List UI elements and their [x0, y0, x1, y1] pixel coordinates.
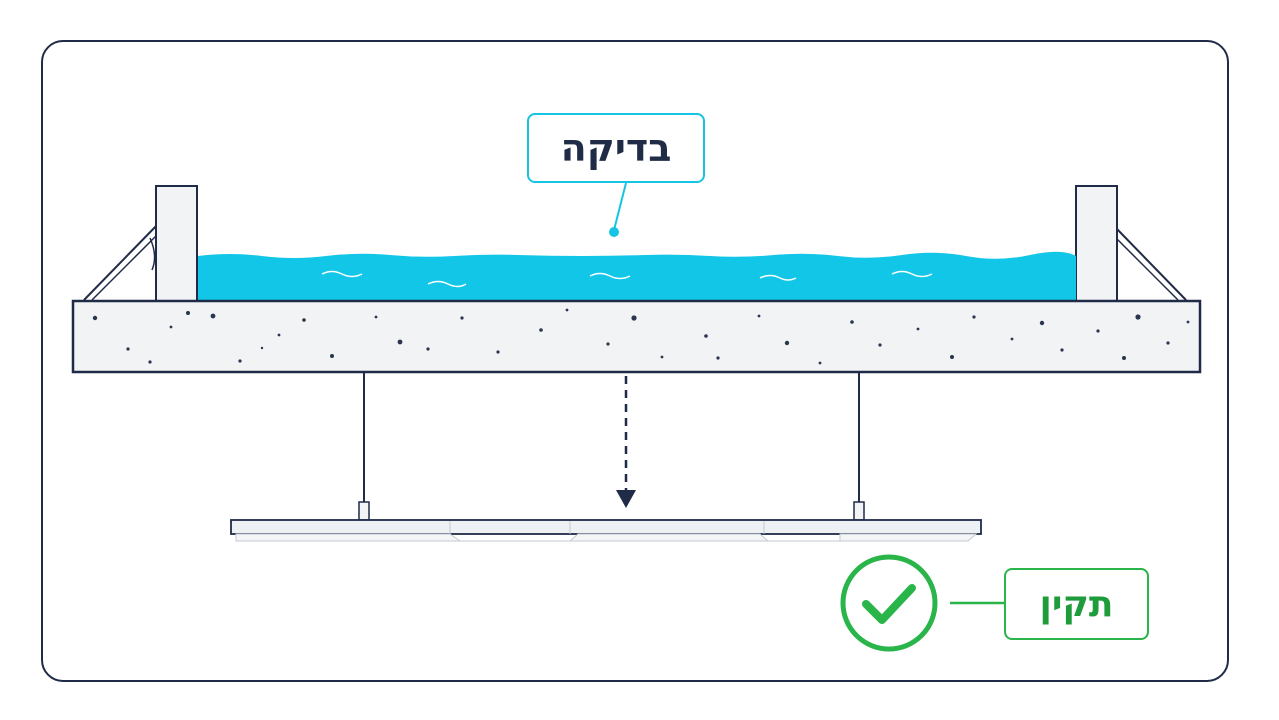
left-hanger-clip [358, 501, 370, 521]
arrow-head [616, 490, 636, 508]
right-post [1075, 185, 1118, 302]
inspection-label: בדיקה [527, 113, 705, 183]
right-hanger-clip [853, 501, 865, 521]
ceiling-panel-underside [235, 533, 978, 542]
water-pool [198, 251, 1076, 300]
left-brace-clip [149, 237, 156, 271]
status-label: תקין [1004, 568, 1149, 640]
status-label-text: תקין [1039, 583, 1114, 625]
ceiling-panel [230, 519, 982, 535]
panel-seams [449, 521, 765, 534]
right-brace [1115, 227, 1187, 301]
left-brace [83, 221, 161, 301]
right-brace-inner [1115, 237, 1179, 301]
inspection-pointer-dot [609, 227, 619, 237]
left-brace-inner [91, 231, 161, 301]
check-circle-icon [840, 554, 938, 652]
left-post [155, 185, 198, 302]
concrete-slab [71, 299, 1202, 374]
inspection-label-text: בדיקה [560, 126, 672, 170]
water-ripples [321, 270, 933, 288]
concrete-speckles [92, 308, 1190, 365]
inspection-pointer [613, 182, 627, 231]
